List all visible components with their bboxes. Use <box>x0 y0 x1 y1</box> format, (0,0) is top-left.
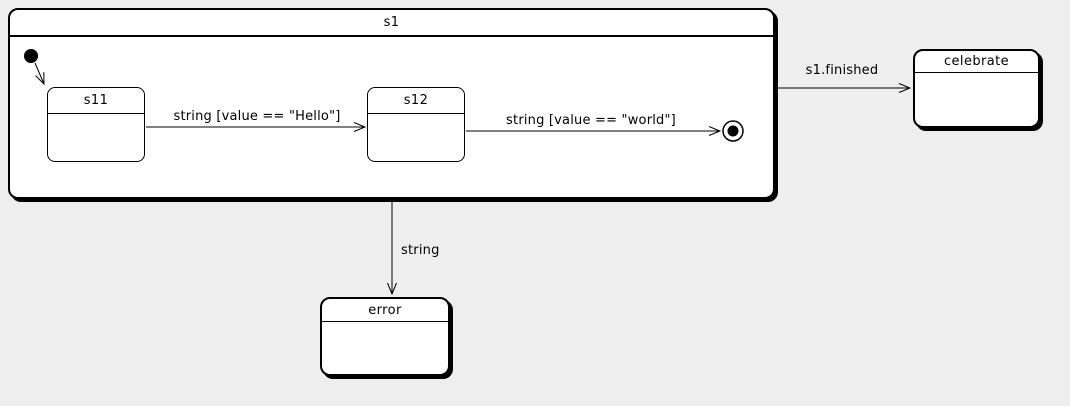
state-s1-label: s1 <box>10 10 773 37</box>
state-celebrate-label: celebrate <box>915 51 1038 73</box>
state-s12[interactable]: s12 <box>367 87 465 162</box>
state-s11[interactable]: s11 <box>47 87 145 162</box>
transition-s11-to-s12-label[interactable]: string [value == "Hello"] <box>173 109 341 124</box>
state-s11-label: s11 <box>48 88 144 114</box>
state-s12-label: s12 <box>368 88 464 114</box>
state-error[interactable]: error <box>320 297 450 376</box>
transition-s1-to-error-label[interactable]: string <box>401 243 440 258</box>
state-celebrate[interactable]: celebrate <box>913 49 1040 128</box>
state-error-label: error <box>322 299 448 322</box>
transition-s12-to-final-label[interactable]: string [value == "world"] <box>506 113 676 128</box>
transition-s1-to-celebrate-label[interactable]: s1.finished <box>805 63 879 78</box>
